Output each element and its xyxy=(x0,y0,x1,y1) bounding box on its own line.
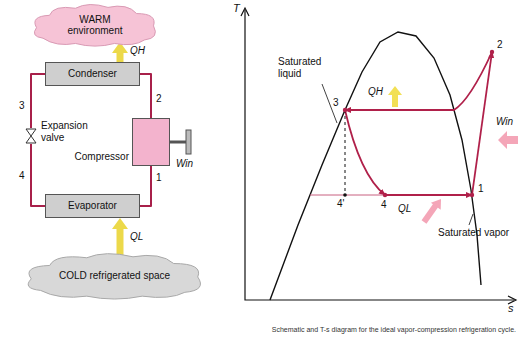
node-label: COLD refrigerated space xyxy=(59,270,170,282)
state-points xyxy=(343,50,494,197)
state-number: 3 xyxy=(19,100,25,112)
connector-line xyxy=(140,166,151,206)
arrowhead xyxy=(112,218,128,229)
dashed-line xyxy=(345,110,346,195)
refrigerant-line xyxy=(140,74,151,118)
heat-arrow xyxy=(112,218,128,257)
node-label: Expansion valve xyxy=(41,120,103,143)
cloud-region: COLD refrigerated space xyxy=(22,252,207,300)
work-arrow xyxy=(498,131,518,149)
state-number: 3 xyxy=(333,97,339,109)
state-number: 1 xyxy=(478,183,484,195)
state-number: 4 xyxy=(19,170,25,182)
state-number: 4' xyxy=(337,198,344,210)
valve-symbol xyxy=(25,128,37,144)
caption: Schematic and T-s diagram for the ideal … xyxy=(196,326,516,334)
diagram-label: QH xyxy=(368,86,383,98)
node-label: Evaporator xyxy=(68,200,117,212)
connector-line xyxy=(31,144,45,206)
leader-line xyxy=(469,214,473,225)
expansion-valve: Expansion valve xyxy=(25,128,37,144)
constant-pressure-line xyxy=(310,195,385,196)
connector-line xyxy=(140,74,151,118)
refrigerant-line xyxy=(31,74,45,128)
diagram-label: s xyxy=(508,302,514,315)
state-number: 2 xyxy=(156,93,162,105)
diagram-label: Win xyxy=(496,116,513,128)
axes xyxy=(241,8,516,304)
refrigerant-line xyxy=(31,144,45,206)
cycle-path xyxy=(345,52,492,195)
piston xyxy=(170,130,191,154)
heat-label: QH xyxy=(129,45,146,57)
connector-line xyxy=(31,74,45,128)
refrigerant-line xyxy=(140,166,151,206)
diagram-label: T xyxy=(233,2,240,15)
diagram-label: QL xyxy=(398,203,411,215)
diagram-label: Win xyxy=(176,158,193,170)
diagram-label: Saturated liquid xyxy=(278,56,332,79)
compressor-box: Compressor xyxy=(132,118,170,166)
state-number: 4 xyxy=(381,199,387,211)
heat-label: QL xyxy=(129,231,144,243)
heat-arrow xyxy=(388,86,402,107)
node-label: WARM environment xyxy=(57,14,133,37)
state-number: 2 xyxy=(497,39,503,51)
cloud-region: WARM environment xyxy=(30,3,160,47)
diagram-label: Saturated vapor xyxy=(438,227,509,239)
state-number: 1 xyxy=(156,172,162,184)
heat-arrow xyxy=(424,199,441,222)
node-label: Condenser xyxy=(68,68,117,80)
process-box: Condenser xyxy=(45,62,140,86)
saturation-dome xyxy=(270,32,481,300)
process-box: Evaporator xyxy=(45,194,140,218)
node-label: Compressor xyxy=(67,151,129,163)
connector-line xyxy=(117,226,124,257)
